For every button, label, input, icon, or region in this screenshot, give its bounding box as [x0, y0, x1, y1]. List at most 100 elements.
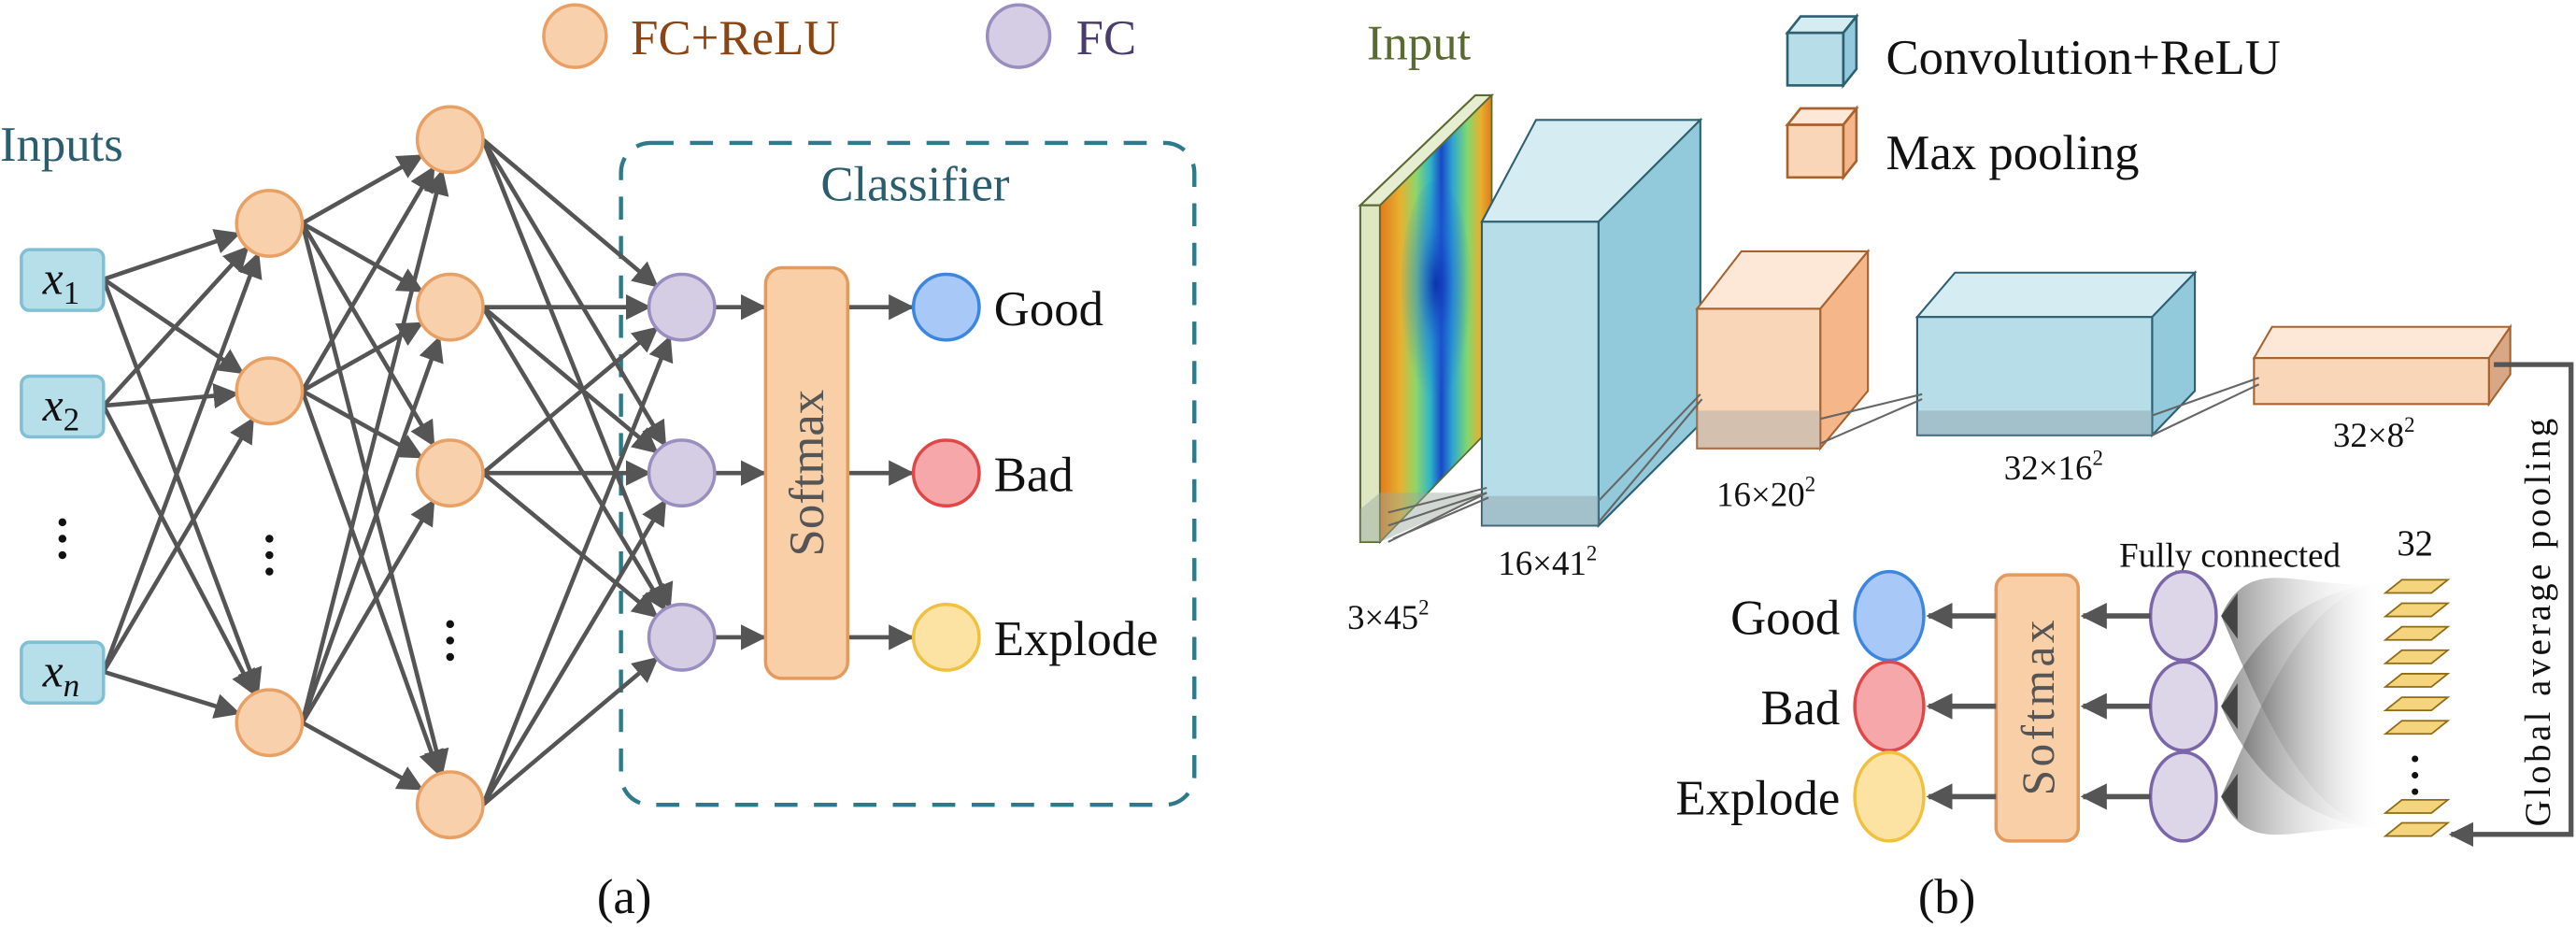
softmax-box-a [763, 265, 850, 680]
feature-cell [2383, 821, 2451, 837]
fc-arrowhead-icon [2221, 592, 2238, 639]
input-box [20, 374, 106, 439]
feature-cell [2383, 602, 2451, 618]
legend-pool-label: Max pooling [1886, 126, 2140, 180]
feature-count: 32 [2397, 524, 2433, 564]
caption-a: (a) [597, 870, 652, 924]
mlp-edge [300, 165, 435, 393]
input-node-n: xn [20, 640, 106, 705]
mlp-edge [300, 390, 444, 777]
input-var-subscript: n [64, 667, 80, 704]
softmax-label-a: Softmax [780, 390, 834, 557]
mlp-edge [480, 498, 667, 807]
output-explode: Explode [911, 603, 1159, 672]
fc-relu-node [415, 272, 485, 342]
softmax-label-b: Softmax [2013, 617, 2064, 795]
shape-label-conv1: 16×412 [1498, 541, 1597, 582]
mlp-edge [101, 278, 263, 694]
output-label-explode: Explode [994, 612, 1159, 666]
input-box [20, 640, 106, 705]
legend-conv-label: Convolution+ReLU [1886, 31, 2281, 85]
mlp-nodes [235, 105, 717, 840]
mlp-edge [480, 138, 674, 609]
shape-exponent: 2 [1587, 541, 1597, 564]
feature-cell [2383, 696, 2451, 712]
output-node-b-explode [1853, 750, 1926, 843]
panel-a-mlp: FC+ReLU FC Inputs Classifier x1 x2 xn Soft… [0, 3, 1197, 924]
output-label-good: Good [994, 282, 1103, 336]
output-node-good [911, 272, 981, 342]
input-node-2: x2 [20, 374, 106, 439]
mlp-edge [480, 138, 667, 448]
legend-fc-relu-label: FC+ReLU [631, 11, 839, 65]
kernel-projection-lines [1388, 377, 2260, 543]
fc-relu-node [235, 688, 305, 758]
legend-pool-cube-icon [1785, 105, 1859, 181]
fc-node-b [2148, 750, 2218, 843]
mlp-edge [481, 137, 659, 288]
gap-features [2383, 578, 2451, 837]
legend-fc-relu-swatch [542, 3, 608, 69]
mlp-edge [481, 326, 659, 475]
mlp-edge [102, 245, 249, 407]
fc-relu-node [235, 356, 305, 426]
ellipsis-icon [2412, 755, 2419, 795]
legend-conv: Convolution+ReLU [1785, 12, 2281, 90]
fc-node-b [2148, 660, 2218, 752]
fc-node [647, 438, 717, 508]
fc-node-b [2148, 569, 2218, 663]
shape-exponent: 2 [2092, 446, 2102, 469]
fc-fan-connection [2221, 582, 2383, 835]
input-var-subscript: 1 [64, 275, 80, 311]
legend-fc: FC [985, 3, 1136, 69]
feature-cell [2383, 799, 2451, 814]
shape-label-input: 3×452 [1347, 595, 1430, 636]
output-label-b-good: Good [1730, 591, 1840, 645]
fc-node [647, 603, 717, 672]
fc-node [647, 272, 717, 342]
input-node-1: x1 [20, 248, 106, 312]
legend-conv-cube-icon [1785, 12, 1859, 90]
feature-cell [2383, 720, 2451, 735]
fc-connections [2221, 578, 2383, 835]
input-slab [1358, 93, 1495, 545]
shape-label-pool1: 16×202 [1716, 473, 1815, 514]
fc-relu-node [415, 770, 485, 840]
mlp-edge [103, 229, 241, 281]
output-good: Good [911, 272, 1103, 342]
input-title: Input [1367, 16, 1472, 70]
mlp-edge [301, 221, 424, 293]
mlp-edge [300, 499, 435, 724]
input-boxes: x1 x2 xn [20, 248, 454, 705]
fc-relu-node [415, 438, 485, 508]
mlp-edge [300, 336, 444, 724]
output-label-b-explode: Explode [1676, 772, 1841, 826]
output-node-bad [911, 438, 981, 508]
mlp-edge [300, 168, 449, 723]
mlp-edge [481, 305, 659, 454]
legend-fc-relu: FC+ReLU [542, 3, 839, 69]
mlp-edge [103, 382, 240, 409]
fc-label: Fully connected [2119, 535, 2341, 574]
shape-exponent: 2 [2404, 413, 2414, 436]
inputs-title: Inputs [0, 118, 123, 172]
gap-label: Global average pooling [2519, 415, 2558, 826]
feature-cell [2383, 649, 2451, 664]
ellipsis-icon [446, 620, 454, 662]
feature-cell [2383, 578, 2451, 594]
conv2-block [1914, 270, 2198, 438]
classifier-title: Classifier [820, 157, 1010, 211]
panel-b-cnn: Input Convolution+ReLU Max pooling [1347, 12, 2574, 924]
mlp-edge [101, 417, 255, 673]
input-var-subscript: 2 [64, 401, 80, 437]
fc-relu-node [235, 189, 305, 258]
output-node-b-bad [1853, 660, 1926, 752]
mlp-edge [480, 335, 674, 807]
shape-exponent: 2 [1805, 473, 1815, 496]
shape-label-conv2: 32×162 [2004, 446, 2103, 487]
fc-arrowhead-icon [2221, 773, 2238, 821]
mlp-edge [480, 306, 667, 612]
